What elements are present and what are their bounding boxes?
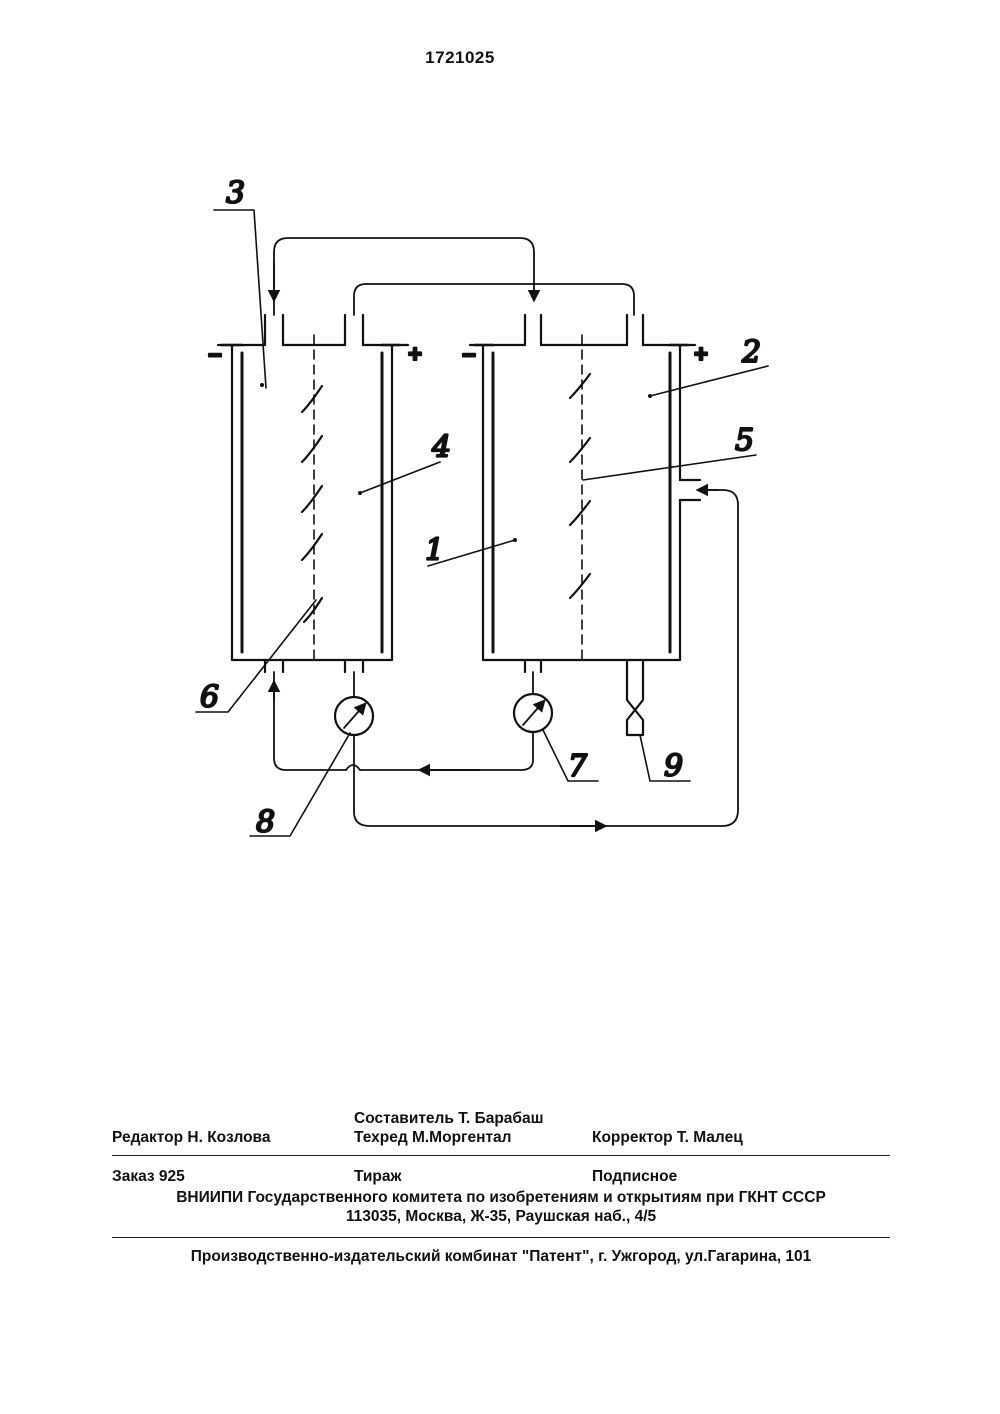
editor-credit: Редактор Н. Козлова [112,1129,271,1147]
right-cell [470,315,700,735]
plus-sign-right: + [694,341,708,368]
order-number: Заказ 925 [112,1168,185,1186]
label-7: 7 [568,749,588,784]
compiler-credit: Составитель Т. Барабаш [354,1110,544,1128]
gas-piping [274,238,634,315]
label-1: 1 [425,533,444,568]
left-cell [218,315,408,672]
minus-sign-right: − [462,342,476,369]
label-5: 5 [735,423,754,458]
pump-7 [514,672,552,732]
organization-line: ВНИИПИ Государственного комитета по изоб… [112,1189,890,1207]
divider-bottom [112,1237,890,1238]
address-line: 113035, Москва, Ж-35, Раушская наб., 4/5 [112,1208,890,1226]
label-9: 9 [664,749,683,784]
label-6: 6 [200,680,219,715]
subscription-label: Подписное [592,1168,677,1186]
corrector-credit: Корректор Т. Малец [592,1129,743,1147]
label-2: 2 [741,335,761,370]
label-8: 8 [256,805,275,840]
electrolyzer-schematic: − + − + 3 [0,0,1000,900]
label-3: 3 [226,176,245,211]
techred-credit: Техред М.Моргентал [354,1129,512,1147]
label-4: 4 [431,430,451,465]
printer-line: Производственно-издательский комбинат "П… [112,1248,890,1266]
circulation-label: Тираж [354,1168,401,1186]
node-markers [260,383,652,542]
divider-top [112,1155,890,1156]
pump-8 [335,672,373,735]
minus-sign-left: − [208,342,222,369]
plus-sign-left: + [408,341,422,368]
